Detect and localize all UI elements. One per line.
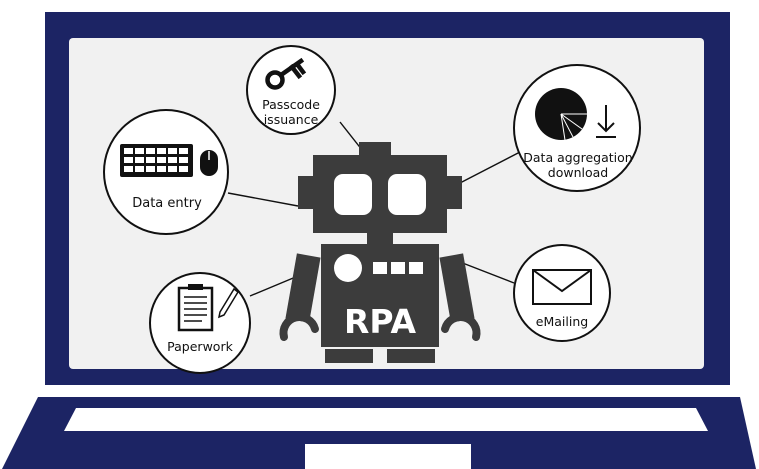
robot-eye-left bbox=[334, 174, 372, 215]
robot-antenna bbox=[359, 142, 391, 155]
robot-eye-right bbox=[388, 174, 426, 215]
robot-foot-left bbox=[325, 349, 373, 363]
connector-lines bbox=[227, 121, 521, 297]
robot-arm-right bbox=[439, 253, 475, 323]
connector-emailing bbox=[459, 261, 515, 284]
robot-badge: RPA bbox=[344, 302, 417, 341]
task-label-line-1: Data aggregation bbox=[523, 150, 632, 165]
robot-hand-right bbox=[441, 313, 481, 341]
task-label-line-1: Paperwork bbox=[167, 339, 233, 354]
task-emailing: eMailing bbox=[513, 244, 611, 342]
connector-paperwork bbox=[249, 275, 299, 297]
task-data-entry: Data entry bbox=[103, 109, 229, 235]
key-icon bbox=[265, 57, 307, 90]
task-data-aggregation: Data aggregation download bbox=[513, 64, 641, 192]
robot-neck bbox=[367, 233, 393, 244]
task-passcode: Passcode issuance bbox=[246, 45, 336, 135]
task-label-line-1: eMailing bbox=[536, 314, 588, 329]
connector-data-entry bbox=[227, 192, 299, 207]
robot-foot-right bbox=[387, 349, 435, 363]
connector-data-aggregation bbox=[459, 151, 521, 184]
laptop-keyboard-strip bbox=[64, 408, 708, 431]
robot-chest-button-3 bbox=[409, 262, 423, 274]
robot-chest-button-2 bbox=[391, 262, 405, 274]
task-paperwork: Paperwork bbox=[149, 272, 251, 374]
robot-chest-button-1 bbox=[373, 262, 387, 274]
robot-head bbox=[313, 155, 447, 233]
envelope-icon bbox=[532, 269, 592, 305]
robot-ear-left bbox=[298, 176, 313, 209]
rpa-robot: RPA bbox=[279, 142, 481, 363]
task-circle bbox=[246, 45, 336, 135]
task-label-line-2: download bbox=[548, 165, 608, 180]
task-label-line-2: issuance bbox=[264, 112, 319, 127]
robot-arm-left bbox=[285, 253, 321, 323]
keyboard-mouse-icon bbox=[120, 144, 218, 177]
robot-hand-left bbox=[279, 313, 319, 341]
task-label-line-1: Passcode bbox=[262, 97, 320, 112]
pie-chart-download-icon bbox=[535, 88, 616, 141]
task-label-line-1: Data entry bbox=[132, 196, 202, 211]
robot-ear-right bbox=[447, 176, 462, 209]
robot-chest-light bbox=[334, 254, 362, 282]
clipboard-pen-icon bbox=[177, 284, 239, 332]
laptop-trackpad bbox=[305, 444, 471, 469]
